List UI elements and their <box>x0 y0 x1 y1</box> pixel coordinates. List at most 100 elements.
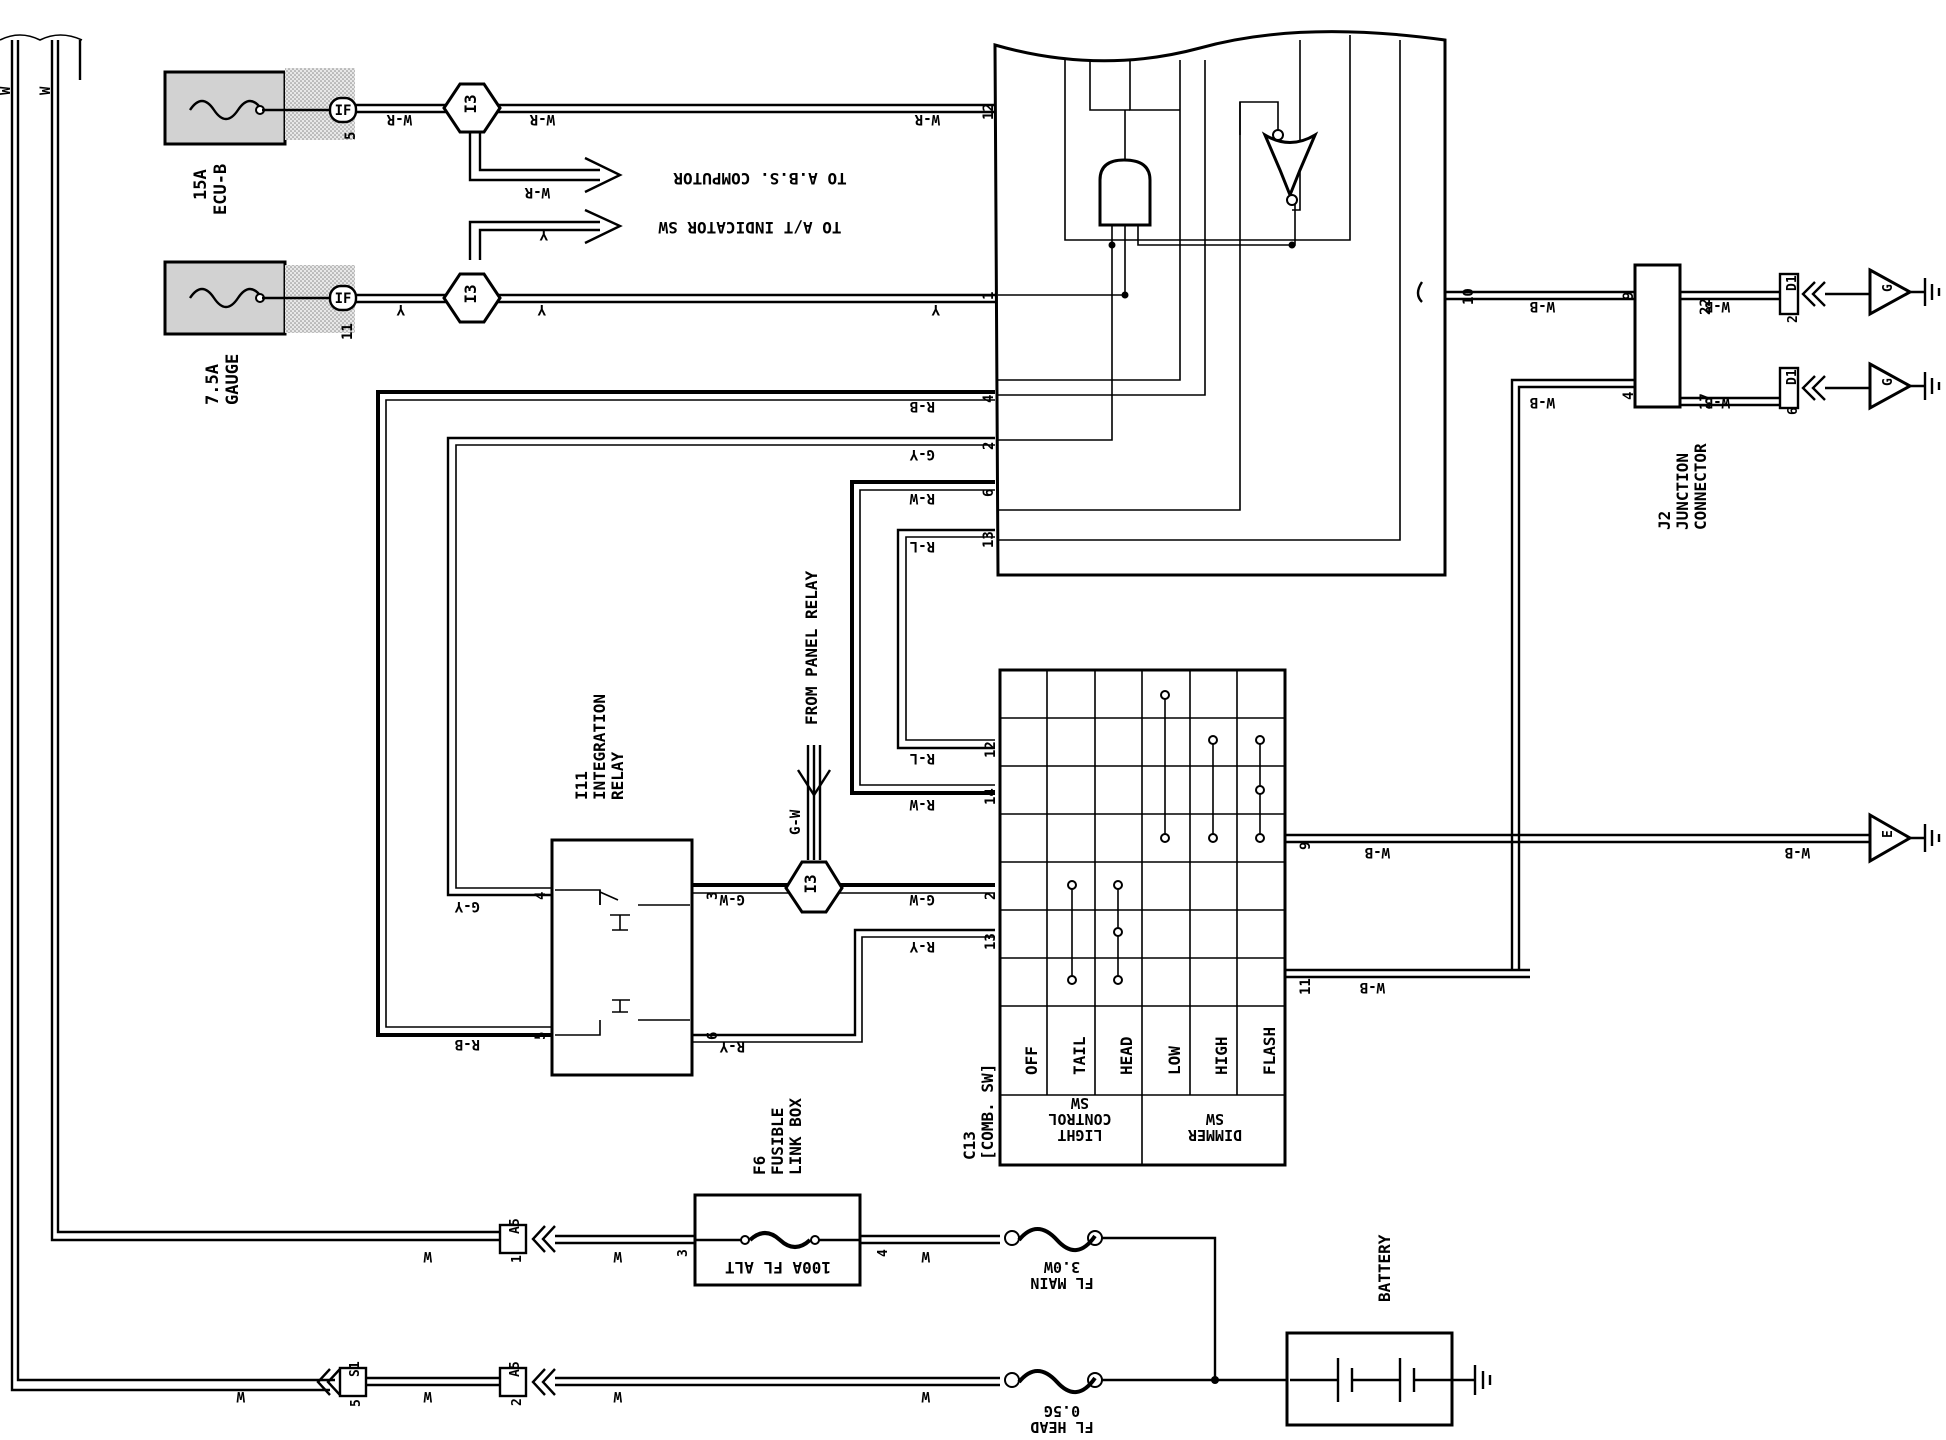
sw-pin-12: 12 <box>983 741 999 758</box>
svg-text:G: G <box>1881 378 1896 386</box>
y-label-2: Y <box>537 301 546 317</box>
j2-pin-9: 9 <box>1621 292 1637 300</box>
svg-text:G: G <box>1881 284 1896 292</box>
fl-main-spec: 3.0W <box>1043 1258 1080 1276</box>
dimmer-sw-line1: DIMMER <box>1187 1126 1242 1144</box>
comb-sw-id: C13 <box>960 1131 979 1160</box>
panel-relay-destination: FROM PANEL RELAY <box>802 571 821 725</box>
gauge-rating: 7.5A <box>203 364 223 405</box>
a5-connector-1 <box>498 1223 528 1255</box>
r-l-label-box: R-L <box>910 538 935 554</box>
svg-text:D1: D1 <box>1785 275 1800 291</box>
relay-id: I11 <box>572 771 591 800</box>
r-w-label-box: R-W <box>909 490 935 506</box>
r-w-label-switch: R-W <box>909 796 935 812</box>
w-bottom-1: W <box>423 1248 432 1264</box>
j2-id: J2 <box>1655 511 1674 530</box>
w-r-label-1: W-R <box>386 111 412 127</box>
sw-pin-14: 14 <box>983 788 999 805</box>
ground-g-2 <box>1868 361 1914 411</box>
svg-text:S1: S1 <box>348 1361 363 1377</box>
sw-pin-2: 2 <box>983 892 999 900</box>
a5-pin-2: 2 <box>510 1398 525 1406</box>
f6-id: F6 <box>750 1156 769 1175</box>
j2-line1: JUNCTION <box>1673 453 1692 530</box>
comb-switch: OFF TAIL HEAD LOW HIGH FLASH LIGHT CONTR… <box>960 668 1314 1167</box>
svg-text:I3: I3 <box>801 874 820 893</box>
fl-alt-label: 100A FL ALT <box>725 1258 831 1277</box>
left-edge-wires: W W <box>0 34 500 1392</box>
w-b-label-5: W-B <box>1365 844 1390 860</box>
box-pin-1: 1 <box>981 292 997 300</box>
j2-junction-connector <box>1633 263 1682 409</box>
svg-text:D1: D1 <box>1785 369 1800 385</box>
g-y-label-box: G-Y <box>909 446 935 462</box>
w-bottom-4: W <box>236 1388 245 1404</box>
y-label-at: Y <box>539 226 548 242</box>
w-r-label-2: W-R <box>529 111 555 127</box>
w-b-label-7: W-B <box>1360 979 1385 995</box>
relay-line2: RELAY <box>608 751 627 800</box>
w-bottom-2: W <box>613 1248 622 1264</box>
f6-line2: LINK BOX <box>786 1098 805 1175</box>
pos-low: LOW <box>1165 1046 1184 1075</box>
w-b-label-4: W-B <box>1705 394 1730 410</box>
j2-pin-22: 22 <box>1698 298 1714 315</box>
svg-text:A5: A5 <box>508 1218 523 1234</box>
relay-line1: INTEGRATION <box>590 694 609 800</box>
f6-pin-4: 4 <box>876 1249 891 1257</box>
d1-connector-1 <box>1778 272 1800 316</box>
box-pin-4: 4 <box>981 395 997 403</box>
at-destination: TO A/T INDICATOR SW <box>658 218 841 237</box>
pin-5-ecu: 5 <box>343 132 359 140</box>
w-b-label-6: W-B <box>1785 844 1810 860</box>
f6-pin-3: 3 <box>676 1249 691 1257</box>
relay-pin-5: 5 <box>533 1032 549 1040</box>
comb-sw-name: [COMB. SW] <box>978 1064 997 1160</box>
left-w-label-1: W <box>0 86 14 95</box>
fl-head-name: FL HEAD <box>1030 1418 1093 1436</box>
s1-connector <box>338 1366 368 1398</box>
svg-text:I3: I3 <box>461 284 480 303</box>
light-sw-line3: SW <box>1070 1094 1089 1112</box>
r-b-label-box: R-B <box>910 398 935 414</box>
w-r-label-3: W-R <box>914 111 940 127</box>
s1-pin-5: 5 <box>349 1399 364 1407</box>
fuse-gauge: IF 11 7.5A GAUGE <box>163 260 358 405</box>
sw-pin-9: 9 <box>1298 842 1314 850</box>
w-bottom-3: W <box>921 1248 930 1264</box>
r-l-label-switch: R-L <box>910 750 935 766</box>
fl-head-spec: 0.5G <box>1044 1402 1080 1420</box>
j2-line2: CONNECTOR <box>1691 443 1710 530</box>
bottom-power-section: A5 1 A5 2 S1 5 W W W W W W W 100A FL ALT… <box>236 1098 1492 1436</box>
ecu-b-name: ECU-B <box>211 164 231 215</box>
svg-text:A5: A5 <box>508 1361 523 1377</box>
pos-head: HEAD <box>1117 1036 1136 1075</box>
box-pin-6: 6 <box>981 489 997 497</box>
r-y-label-relay: R-Y <box>719 1038 745 1054</box>
w-bottom-5: W <box>423 1388 432 1404</box>
g-y-label-relay: G-Y <box>454 898 480 914</box>
pos-off: OFF <box>1022 1046 1041 1075</box>
harness-wires: R-B R-B G-Y G-Y R-W R-W R-L R-L G-W G-W … <box>376 390 995 1054</box>
light-sw-line1: LIGHT <box>1057 1126 1102 1144</box>
pos-high: HIGH <box>1212 1036 1231 1075</box>
ground-e <box>1868 812 1914 864</box>
if-connector-gauge: IF <box>335 291 352 307</box>
box-pin-12: 12 <box>981 103 997 120</box>
top-wires: W-R W-R W-R W-R Y Y Y Y TO A.B.S. COMPUT… <box>356 95 1026 317</box>
i3-junction-top: I3 <box>442 82 502 134</box>
right-side-grounds: W-B W-B W-B W-B W-B W-B W-B 9 4 22 17 J2… <box>1285 263 1941 995</box>
sw-pin-13: 13 <box>983 933 999 950</box>
integration-relay: 4 5 3 6 I11 INTEGRATION RELAY <box>533 694 721 1077</box>
w-b-label-1: W-B <box>1530 298 1555 314</box>
relay-pin-4: 4 <box>533 892 549 900</box>
g-w-label-relay: G-W <box>719 891 745 907</box>
relay-pin-6: 6 <box>705 1032 721 1040</box>
w-r-label-abs: W-R <box>524 184 550 200</box>
light-sw-line2: CONTROL <box>1048 1110 1111 1128</box>
w-b-label-3: W-B <box>1705 298 1730 314</box>
svg-text:I3: I3 <box>461 94 480 113</box>
integration-logic-box: 12 1 4 2 6 13 10 <box>981 30 1477 577</box>
dimmer-sw-line2: SW <box>1205 1110 1224 1128</box>
